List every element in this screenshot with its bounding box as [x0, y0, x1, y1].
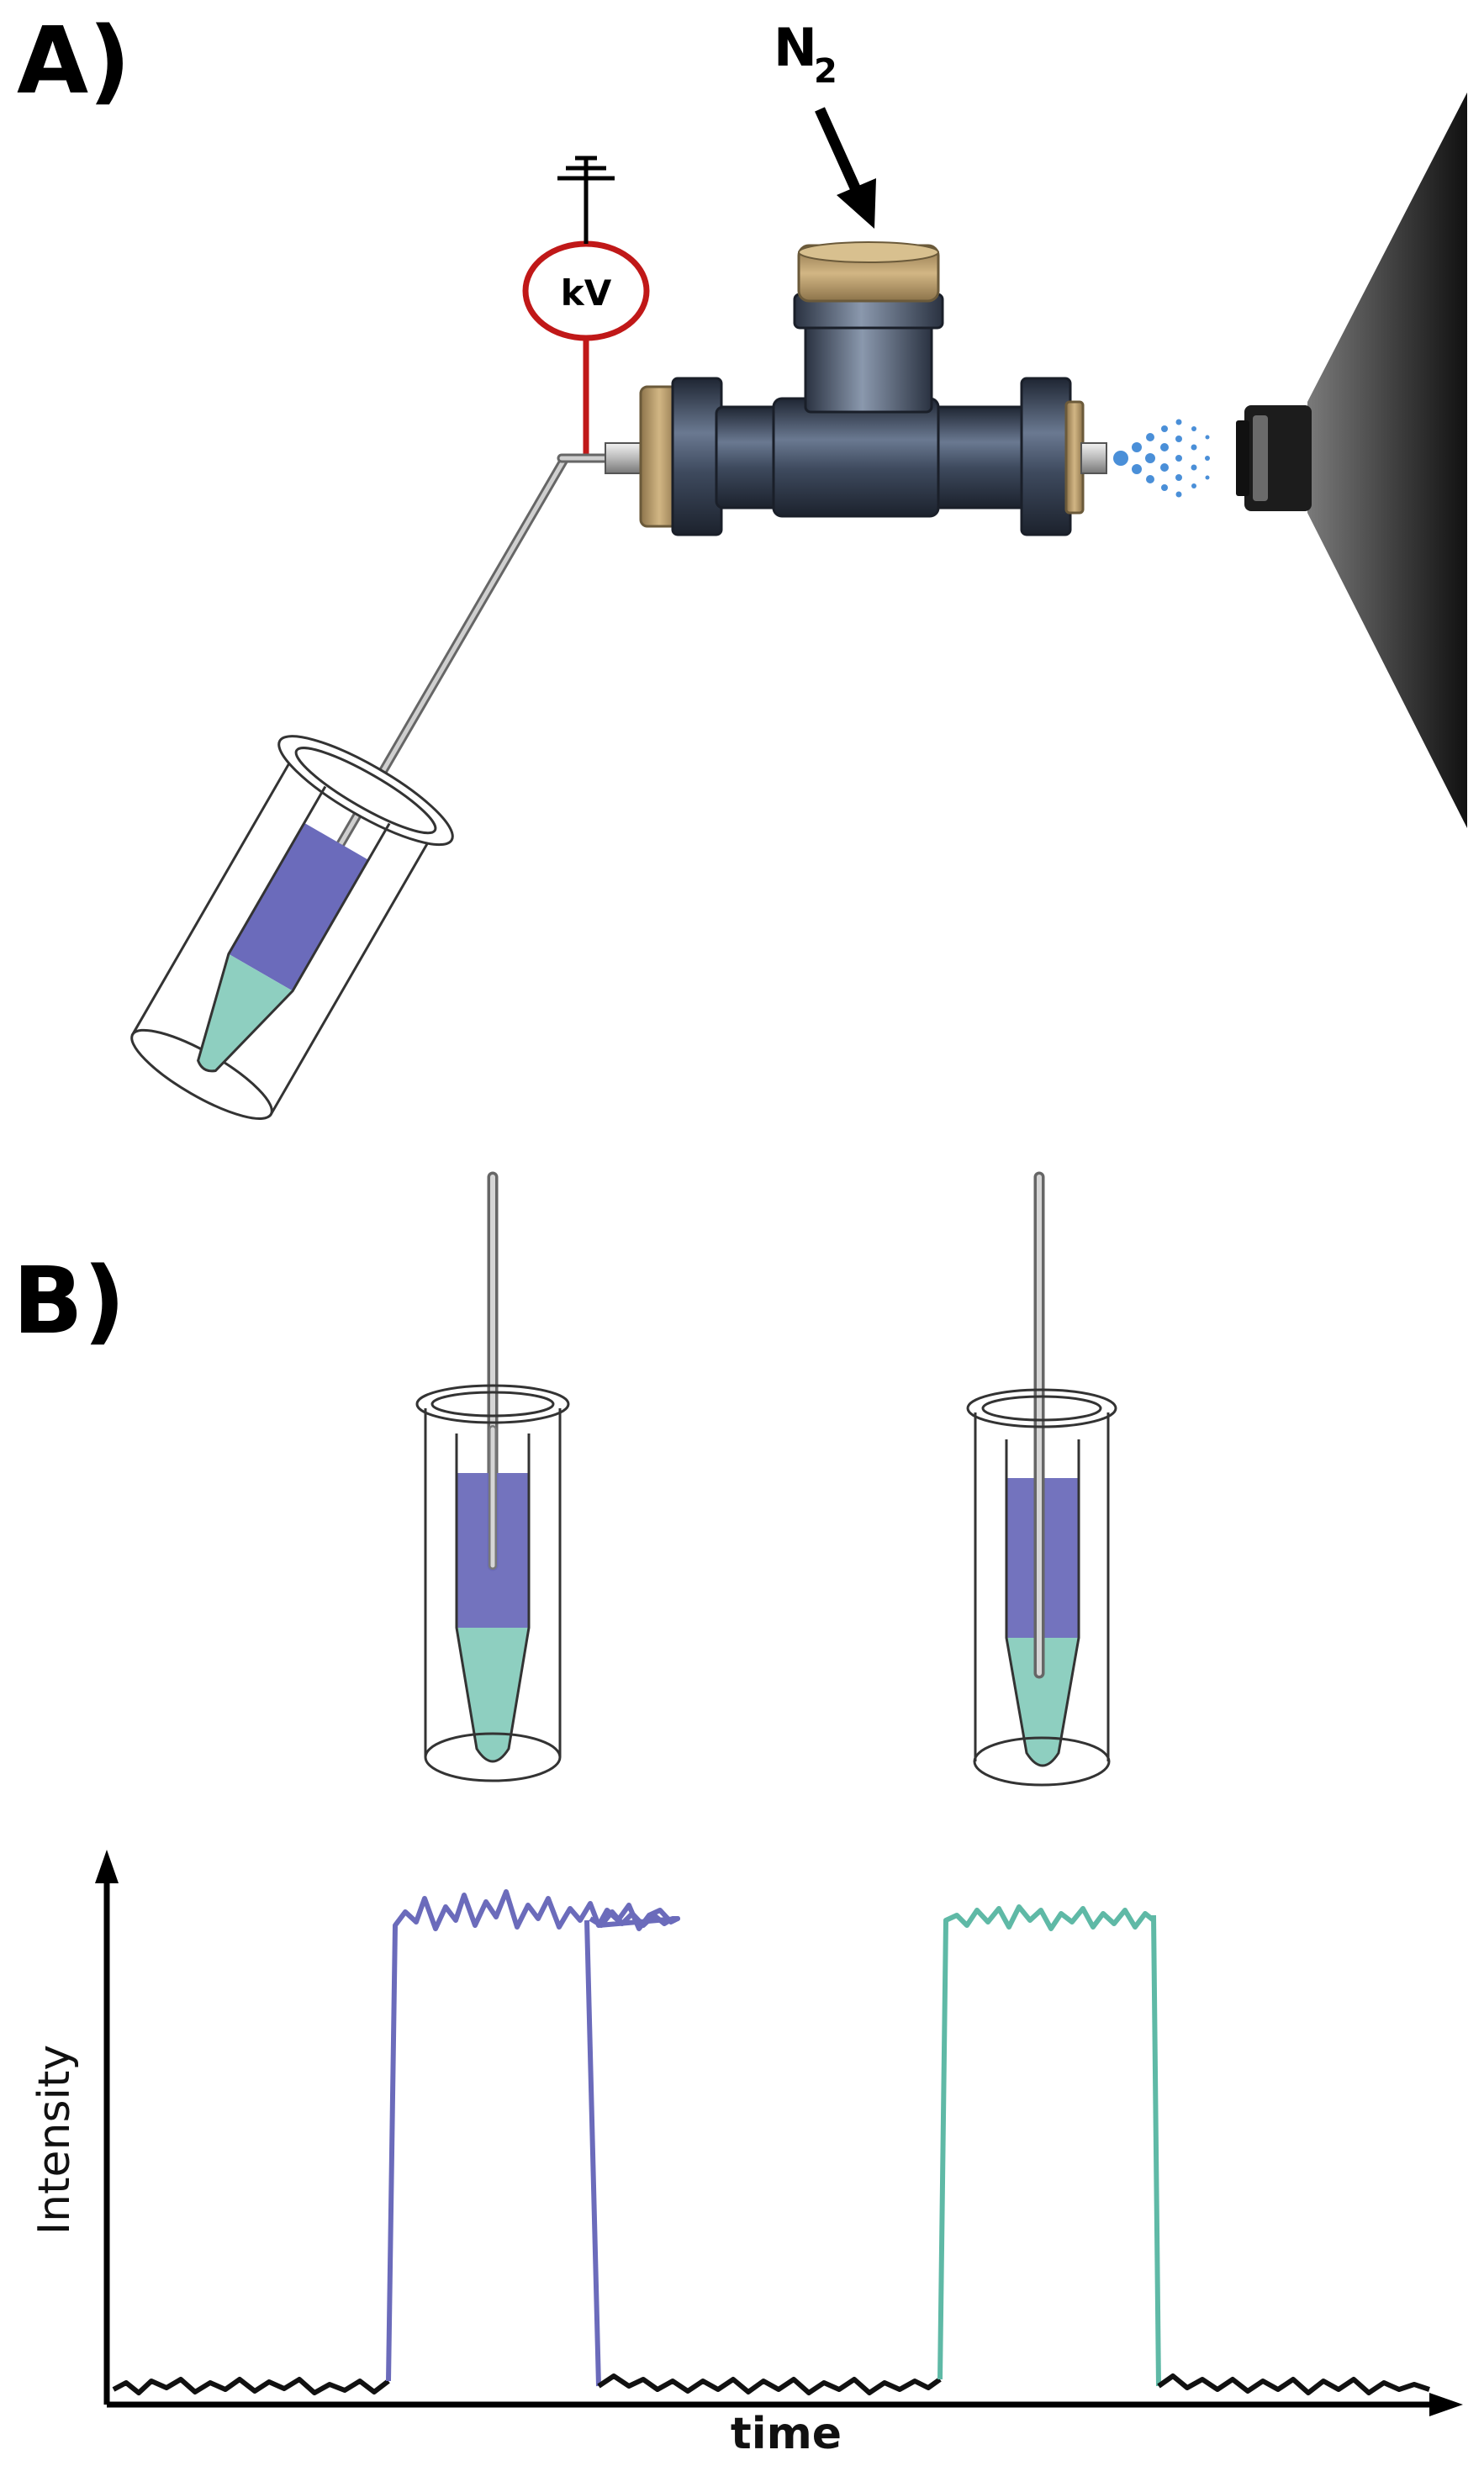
plot-axes: [95, 1850, 1463, 2416]
signal-trace-lower: [937, 1904, 1155, 2380]
mass-spectrometer-inlet: [1236, 92, 1467, 828]
signal-trace-blue-falling-edge: [584, 1919, 601, 2387]
signal-trace-upper-fall: [589, 1909, 680, 1928]
baseline-trace-1: [112, 2377, 390, 2395]
x-axis-arrow-icon: [1429, 2393, 1463, 2416]
panel-a-label: A): [17, 7, 130, 114]
baseline-trace-2: [597, 2373, 942, 2395]
vial-lower-layer: [966, 1171, 1117, 1787]
signal-trace-green-falling-edge: [1151, 1914, 1161, 2387]
panel-b-label: B): [13, 1247, 125, 1354]
y-axis-label: Intensity: [29, 2045, 80, 2235]
gas-inlet-arrow: [815, 107, 876, 229]
gas-subscript: 2: [814, 52, 837, 91]
baseline-trace-3: [1157, 2373, 1430, 2395]
y-axis-arrow-icon: [95, 1850, 119, 1883]
voltage-source: [522, 181, 650, 454]
ground-icon: [557, 156, 615, 181]
x-axis-label: time: [731, 2409, 842, 2459]
signal-trace-upper: [386, 1889, 680, 2382]
tilted-sample-tube: [130, 735, 454, 1120]
gas-label: N: [774, 17, 817, 78]
voltage-label: kV: [561, 272, 612, 314]
vial-upper-layer: [415, 1171, 570, 1782]
nebulizer-tee: [605, 241, 1107, 536]
spray-plume: [1113, 419, 1210, 498]
